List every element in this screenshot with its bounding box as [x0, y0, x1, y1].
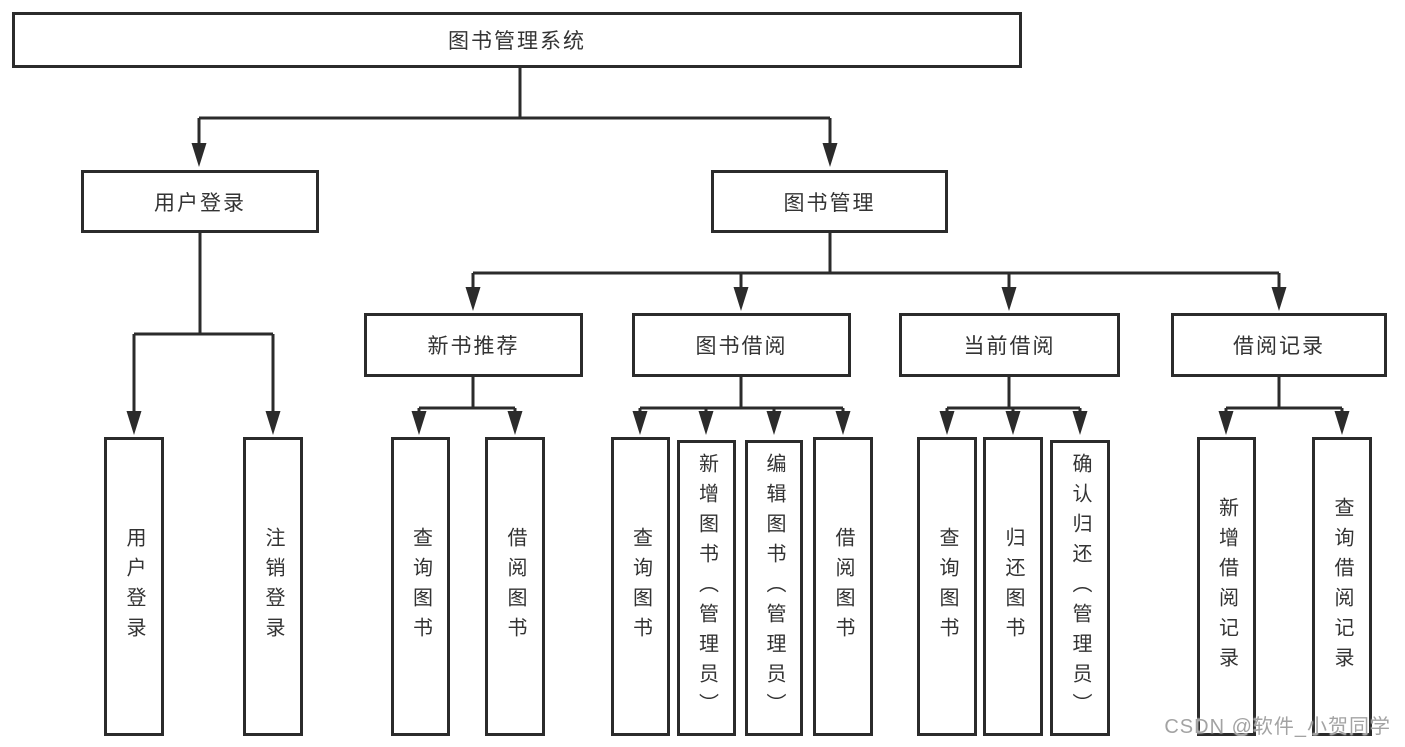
leaf-current-query-book-label: 查询图书 — [936, 526, 958, 647]
leaf-return-book-label: 归还图书 — [1002, 526, 1024, 647]
leaf-current-query-book: 查询图书 — [917, 437, 977, 736]
leaf-return-book: 归还图书 — [983, 437, 1043, 736]
section-borrow-records-label: 借阅记录 — [1233, 335, 1325, 358]
leaf-add-book-admin: 新增图书（管理员） — [677, 440, 736, 736]
branch-book-management-label: 图书管理 — [783, 191, 876, 215]
connector-borrow-records — [1224, 377, 1344, 414]
section-book-borrow-label: 图书借阅 — [695, 335, 788, 358]
node-root: 图书管理系统 — [12, 12, 1022, 68]
branch-book-management: 图书管理 — [711, 170, 948, 233]
connector-user-login — [132, 233, 275, 414]
leaf-recommend-query-book-label: 查询图书 — [409, 526, 432, 647]
connector-book-borrow — [638, 377, 845, 414]
section-borrow-records: 借阅记录 — [1171, 313, 1387, 377]
leaf-user-login-label: 用户登录 — [123, 526, 145, 647]
leaf-borrow-book: 借阅图书 — [813, 437, 873, 736]
connector-root — [197, 68, 832, 146]
section-current-borrow-label: 当前借阅 — [963, 335, 1056, 358]
leaf-edit-book-admin: 编辑图书（管理员） — [745, 440, 803, 736]
watermark: CSDN @软件_小贺同学 — [1164, 716, 1391, 738]
section-book-borrow: 图书借阅 — [632, 313, 851, 377]
leaf-user-login: 用户登录 — [104, 437, 164, 736]
leaf-add-book-admin-label: 新增图书（管理员） — [695, 453, 718, 723]
leaf-query-borrow-record: 查询借阅记录 — [1312, 437, 1372, 736]
leaf-query-borrow-record-label: 查询借阅记录 — [1331, 496, 1353, 677]
leaf-recommend-borrow-book-label: 借阅图书 — [504, 526, 526, 647]
connector-current-borrow — [945, 377, 1082, 414]
section-current-borrow: 当前借阅 — [899, 313, 1120, 377]
leaf-add-borrow-record: 新增借阅记录 — [1197, 437, 1256, 736]
connector-book-management — [471, 233, 1281, 290]
leaf-confirm-return-admin: 确认归还（管理员） — [1050, 440, 1110, 736]
leaf-borrow-query-book-label: 查询图书 — [629, 526, 652, 647]
section-new-book-recommend-label: 新书推荐 — [427, 335, 520, 358]
connector-new-book-recommend — [417, 377, 517, 414]
node-root-label: 图书管理系统 — [448, 30, 586, 53]
leaf-edit-book-admin-label: 编辑图书（管理员） — [763, 453, 785, 723]
section-new-book-recommend: 新书推荐 — [364, 313, 583, 377]
leaf-confirm-return-admin-label: 确认归还（管理员） — [1069, 453, 1091, 723]
leaf-borrow-book-label: 借阅图书 — [832, 526, 854, 647]
leaf-add-borrow-record-label: 新增借阅记录 — [1215, 496, 1238, 677]
leaf-logout-label: 注销登录 — [262, 526, 284, 647]
branch-user-login: 用户登录 — [81, 170, 319, 233]
leaf-recommend-query-book: 查询图书 — [391, 437, 450, 736]
leaf-recommend-borrow-book: 借阅图书 — [485, 437, 545, 736]
leaf-logout: 注销登录 — [243, 437, 303, 736]
branch-user-login-label: 用户登录 — [154, 191, 246, 215]
leaf-borrow-query-book: 查询图书 — [611, 437, 670, 736]
